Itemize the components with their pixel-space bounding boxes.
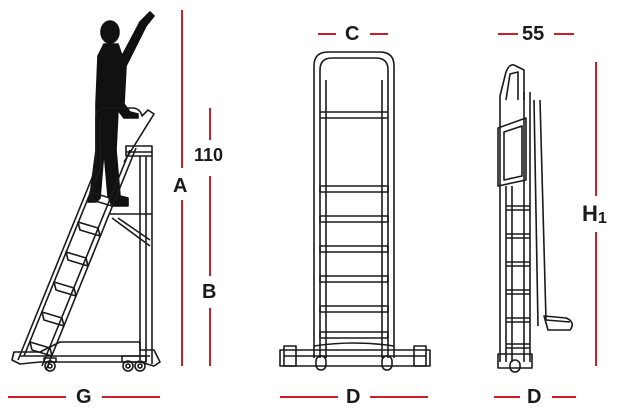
narrow-steps xyxy=(506,205,530,349)
person-silhouette xyxy=(87,11,155,207)
label-d-side: D xyxy=(527,386,542,408)
label-55: 55 xyxy=(522,23,545,45)
label-c: C xyxy=(345,23,360,45)
label-h1: H1 xyxy=(582,201,607,227)
side-wheels xyxy=(43,355,147,372)
front-steps xyxy=(319,185,389,339)
label-110: 110 xyxy=(194,145,224,165)
side-steps xyxy=(29,191,113,357)
label-h1-sub: 1 xyxy=(597,210,607,227)
dimension-lines xyxy=(8,10,597,398)
label-d-front: D xyxy=(346,386,361,408)
label-h1-main: H xyxy=(582,201,598,226)
ladder-front-view xyxy=(279,51,431,371)
narrow-wheel xyxy=(509,359,521,373)
ladder-side-view xyxy=(11,11,161,372)
label-a: A xyxy=(173,175,188,197)
front-wheels xyxy=(315,355,393,371)
label-g: G xyxy=(76,386,92,408)
ladder-narrow-view xyxy=(497,64,574,373)
label-b: B xyxy=(202,281,217,303)
